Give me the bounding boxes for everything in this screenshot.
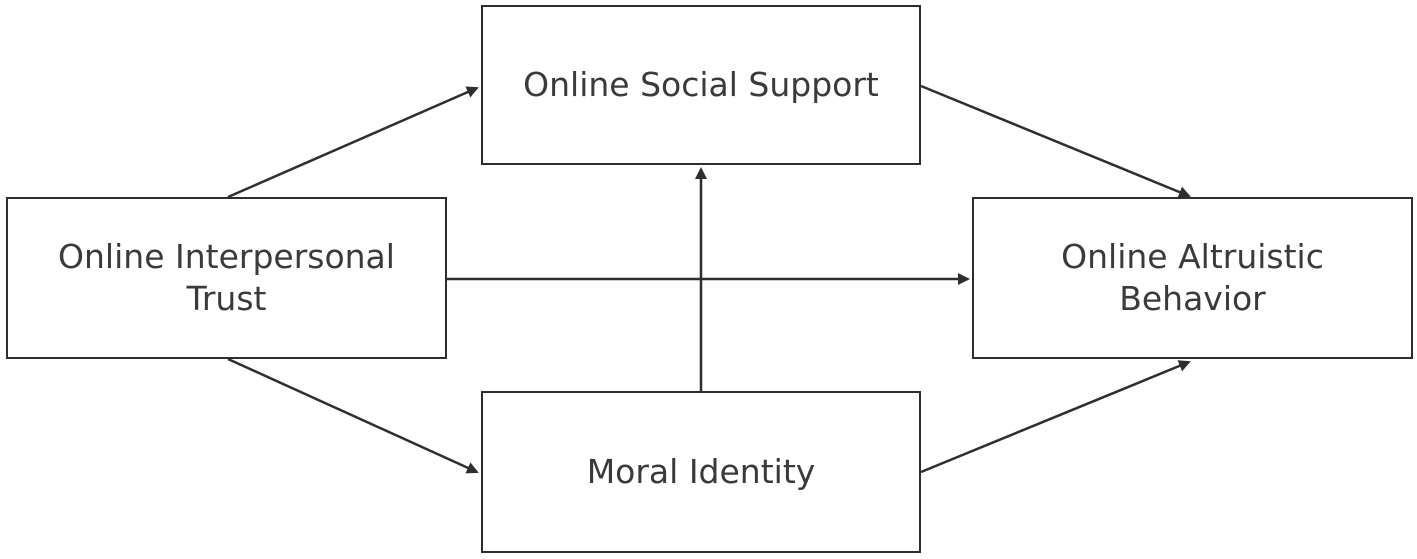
node-label-online-social-support: Online Social Support bbox=[523, 65, 879, 104]
arrow-moral-identity-to-altruistic-behavior bbox=[920, 360, 1191, 474]
arrow-trust-to-moral-identity bbox=[227, 357, 479, 474]
arrow-trust-to-social-support bbox=[227, 86, 479, 199]
node-online-social-support: Online Social Support bbox=[481, 5, 921, 165]
node-online-interpersonal-trust: Online Interpersonal Trust bbox=[6, 197, 447, 359]
node-label-online-interpersonal-trust: Online Interpersonal Trust bbox=[58, 237, 395, 318]
node-online-altruistic-behavior: Online Altruistic Behavior bbox=[972, 197, 1413, 359]
arrow-social-support-to-altruistic-behavior bbox=[920, 84, 1191, 198]
node-moral-identity: Moral Identity bbox=[481, 391, 921, 553]
node-label-online-altruistic-behavior: Online Altruistic Behavior bbox=[1061, 237, 1324, 318]
node-label-moral-identity: Moral Identity bbox=[586, 452, 816, 491]
